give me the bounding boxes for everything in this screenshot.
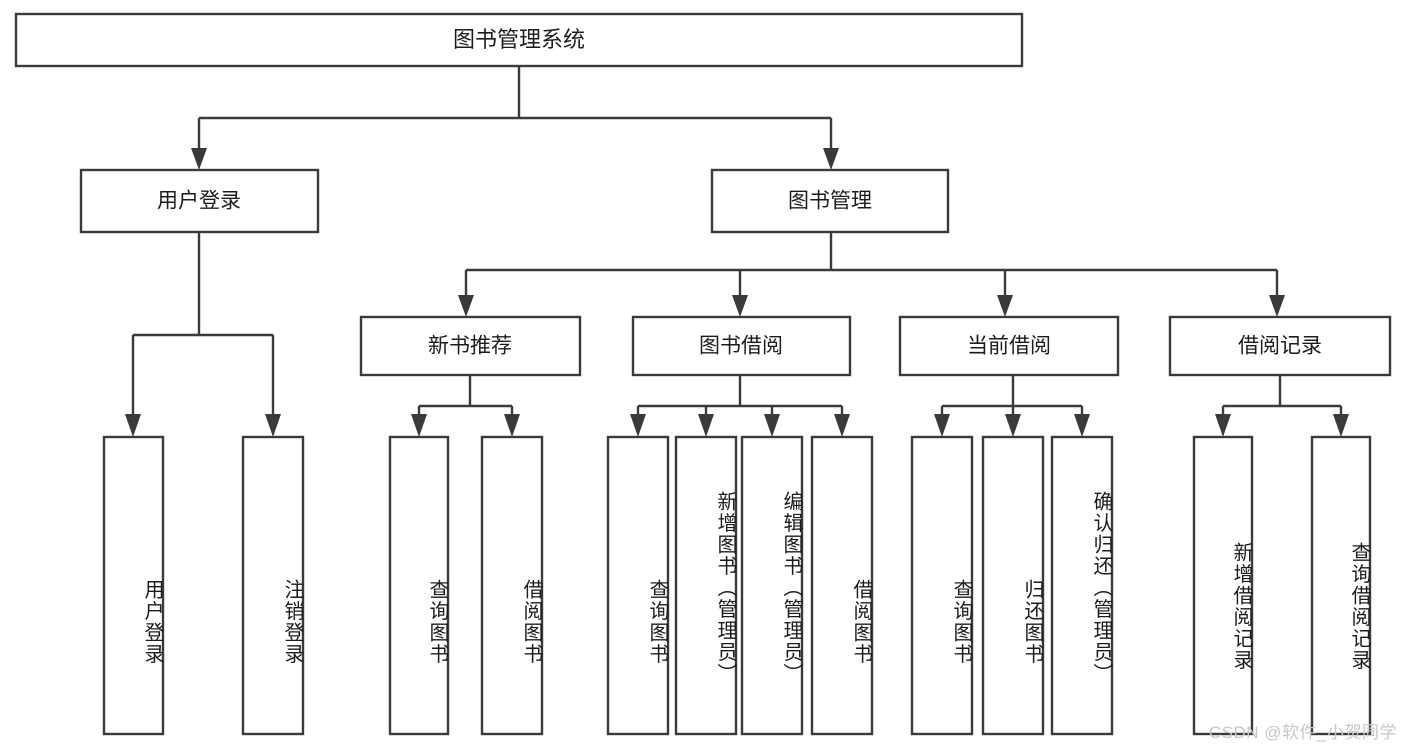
arrow-head-icon xyxy=(265,414,281,437)
arrow-head-icon xyxy=(411,414,427,437)
node-leaf-confirm-return-box[interactable] xyxy=(1050,435,1114,736)
node-user-login-label: 用户登录 xyxy=(157,190,241,213)
node-leaf-user-login-box[interactable] xyxy=(102,435,165,736)
arrow-head-icon xyxy=(1074,414,1090,437)
arrow-head-icon xyxy=(764,414,780,437)
node-book-borrow[interactable]: 图书借阅 xyxy=(631,315,852,377)
arrow-head-icon xyxy=(997,295,1013,317)
node-root-label: 图书管理系统 xyxy=(453,27,585,52)
node-leaf-add-book-box[interactable] xyxy=(674,435,738,736)
node-leaf-query-record-box[interactable] xyxy=(1310,435,1372,736)
arrow-head-icon xyxy=(458,295,474,317)
node-borrow-record-box[interactable] xyxy=(1168,315,1392,377)
node-current-borrow[interactable]: 当前借阅 xyxy=(898,315,1120,377)
node-book-management-box[interactable] xyxy=(710,168,950,234)
csdn-watermark: CSDN @软件_小贺同学 xyxy=(1208,723,1397,742)
arrow-head-icon xyxy=(934,414,950,437)
node-user-login-box[interactable] xyxy=(79,168,320,234)
node-leaf-return-book-box[interactable] xyxy=(981,435,1045,736)
arrow-head-icon xyxy=(191,148,207,170)
arrow-head-icon xyxy=(1269,295,1285,317)
node-book-management-label: 图书管理 xyxy=(788,190,872,213)
node-leaf-edit-book-box[interactable] xyxy=(740,435,804,736)
arrow-head-icon xyxy=(1005,414,1021,437)
connector-book-management-to-level3 xyxy=(458,232,1285,317)
node-book-borrow-box[interactable] xyxy=(631,315,852,377)
node-book-management[interactable]: 图书管理 xyxy=(710,168,950,234)
arrow-head-icon xyxy=(698,414,714,437)
arrow-head-icon xyxy=(504,414,520,437)
node-borrow-record-label: 借阅记录 xyxy=(1238,335,1322,358)
arrow-head-icon xyxy=(823,148,839,170)
connector-root-to-level2 xyxy=(191,66,839,170)
node-leaf-user-logout-box[interactable] xyxy=(241,435,305,736)
node-borrow-record[interactable]: 借阅记录 xyxy=(1168,315,1392,377)
node-leaf-add-record-box[interactable] xyxy=(1192,435,1254,736)
node-current-borrow-label: 当前借阅 xyxy=(967,335,1051,358)
arrow-head-icon xyxy=(630,414,646,437)
node-leaf-query-book-3-box[interactable] xyxy=(910,435,974,736)
connector-book-borrow-to-leaves xyxy=(630,375,850,437)
node-user-login[interactable]: 用户登录 xyxy=(79,168,320,234)
node-new-book-recommend[interactable]: 新书推荐 xyxy=(359,315,582,377)
node-new-book-recommend-label: 新书推荐 xyxy=(428,335,512,358)
arrow-head-icon xyxy=(1215,414,1231,437)
node-root-box[interactable] xyxy=(14,12,1024,68)
node-root[interactable]: 图书管理系统 xyxy=(14,12,1024,68)
node-leaf-query-book-1-box[interactable] xyxy=(388,435,450,736)
node-leaf-borrow-book-2-box[interactable] xyxy=(810,435,874,736)
leaf-boxes-group xyxy=(102,435,1372,736)
node-new-book-recommend-box[interactable] xyxy=(359,315,582,377)
node-current-borrow-box[interactable] xyxy=(898,315,1120,377)
arrow-head-icon xyxy=(125,414,141,437)
node-book-borrow-label: 图书借阅 xyxy=(699,335,783,358)
connector-borrow-record-to-leaves xyxy=(1215,375,1349,437)
connector-new-book-recommend-to-leaves xyxy=(411,375,520,437)
connector-current-borrow-to-leaves xyxy=(934,375,1090,437)
connector-user-login-to-leaves xyxy=(125,232,281,437)
node-leaf-query-book-2-box[interactable] xyxy=(606,435,670,736)
arrow-head-icon xyxy=(1333,414,1349,437)
arrow-head-icon xyxy=(834,414,850,437)
node-leaf-borrow-book-1-box[interactable] xyxy=(480,435,544,736)
arrow-head-icon xyxy=(732,295,748,317)
